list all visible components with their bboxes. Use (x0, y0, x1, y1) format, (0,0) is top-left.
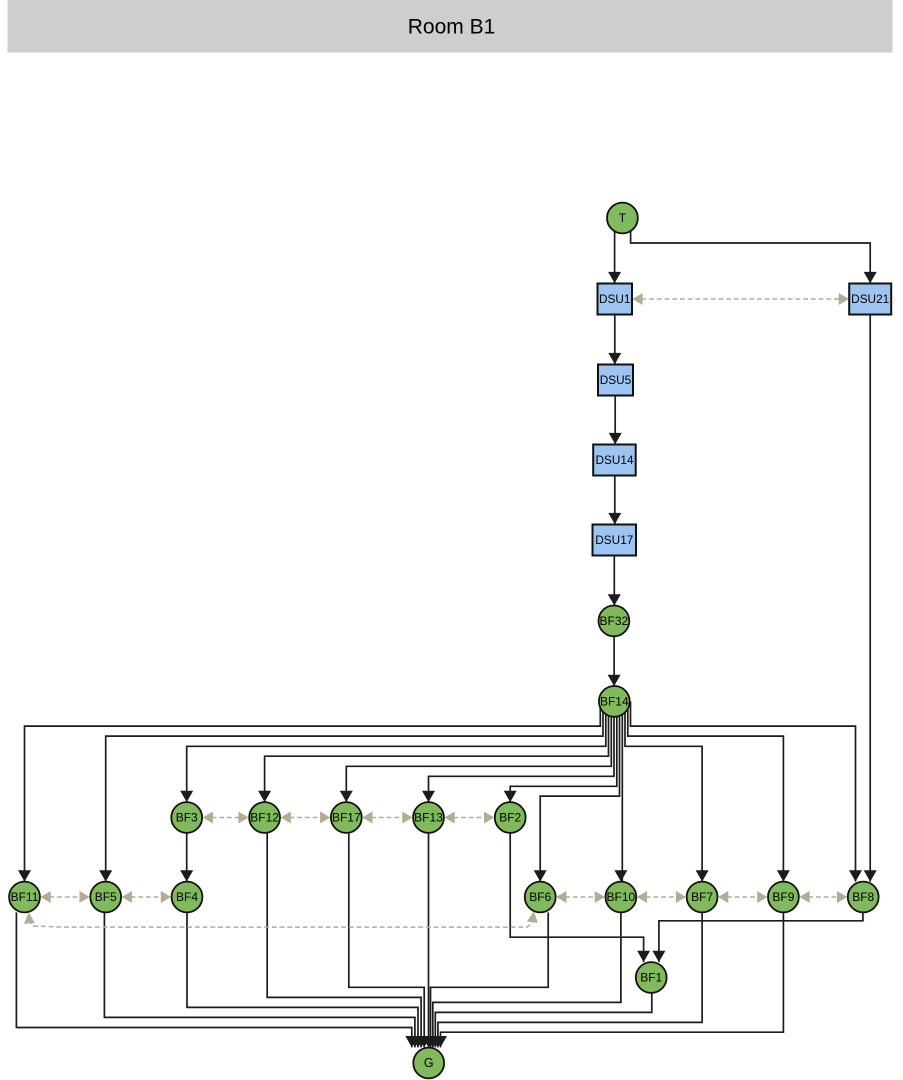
svg-text:DSU5: DSU5 (600, 373, 632, 387)
svg-text:DSU1: DSU1 (599, 292, 630, 306)
svg-text:T: T (619, 211, 627, 225)
svg-text:BF1: BF1 (640, 971, 662, 985)
svg-text:DSU14: DSU14 (595, 453, 633, 467)
svg-text:BF7: BF7 (691, 890, 713, 904)
svg-text:BF12: BF12 (250, 811, 279, 825)
svg-text:BF10: BF10 (607, 890, 636, 904)
svg-text:G: G (424, 1056, 434, 1070)
svg-text:BF11: BF11 (11, 890, 39, 904)
svg-text:BF6: BF6 (529, 890, 551, 904)
svg-text:BF32: BF32 (600, 614, 629, 628)
svg-text:BF17: BF17 (332, 811, 361, 825)
svg-text:BF9: BF9 (772, 890, 794, 904)
svg-text:BF3: BF3 (176, 811, 198, 825)
svg-text:DSU17: DSU17 (595, 533, 633, 547)
svg-text:BF2: BF2 (499, 811, 521, 825)
svg-text:BF14: BF14 (600, 695, 629, 709)
svg-text:DSU21: DSU21 (851, 292, 889, 306)
svg-text:BF13: BF13 (414, 811, 443, 825)
svg-text:BF5: BF5 (95, 890, 117, 904)
svg-text:BF4: BF4 (176, 890, 198, 904)
svg-text:BF8: BF8 (852, 890, 874, 904)
svg-text:Room B1: Room B1 (408, 16, 496, 39)
